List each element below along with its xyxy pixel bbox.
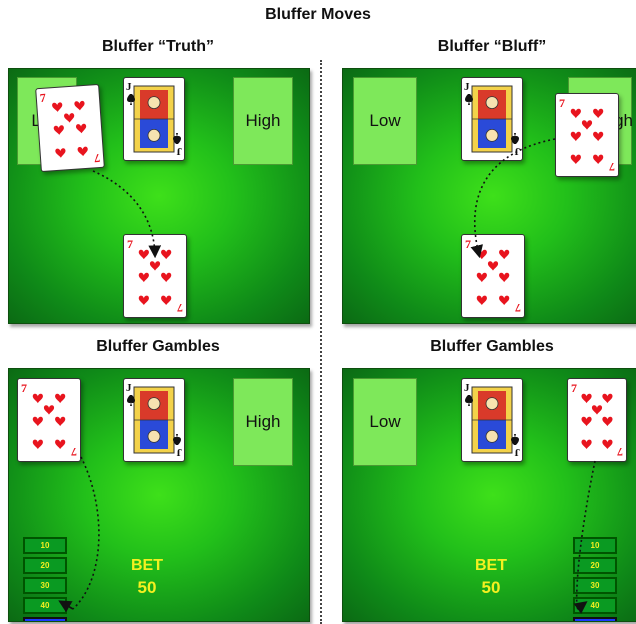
move-path-arrow (9, 369, 309, 621)
move-path-arrow (9, 69, 309, 323)
page-title: Bluffer Moves (0, 6, 636, 24)
panel-bluff: Low High JJ 77 77 (342, 68, 636, 324)
panel-gamble-right-title: Bluffer Gambles (342, 338, 636, 356)
panel-truth: Low High JJ 77 77 (8, 68, 310, 324)
move-path-arrow (343, 69, 636, 323)
center-divider (320, 60, 322, 624)
move-path-arrow (343, 369, 636, 621)
panel-bluff-title: Bluffer “Bluff” (342, 38, 636, 56)
panel-truth-title: Bluffer “Truth” (8, 38, 308, 56)
panel-gamble-right: Low JJ 77 1020304050 BET 50 (342, 368, 636, 622)
panel-gamble-left: 77 JJ High 1020304050 BET 50 (8, 368, 310, 622)
panel-gamble-left-title: Bluffer Gambles (8, 338, 308, 356)
